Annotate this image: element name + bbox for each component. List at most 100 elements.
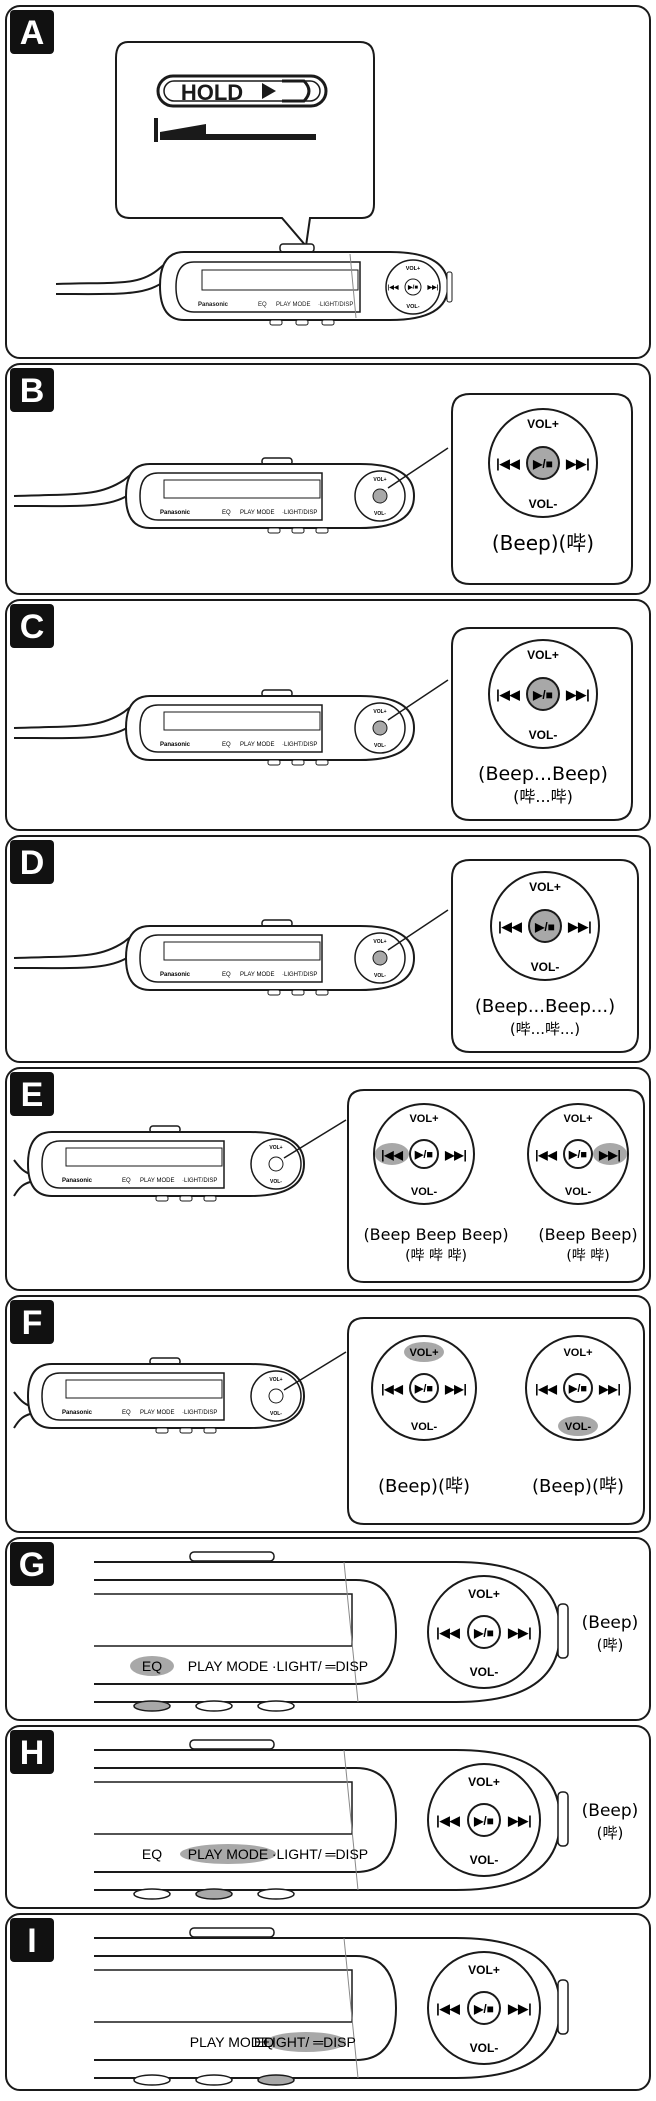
skip-forward-icon: ▶▶| <box>507 2001 532 2016</box>
skip-back-icon: |◀◀ <box>381 1382 404 1396</box>
play-stop-icon <box>526 677 560 711</box>
skip-back-icon: |◀◀ <box>535 1148 558 1162</box>
svg-text:Panasonic: Panasonic <box>160 742 191 748</box>
svg-text:VOL-: VOL- <box>470 1665 499 1679</box>
svg-text:VOL+: VOL+ <box>373 477 386 483</box>
svg-text:▶/■: ▶/■ <box>568 1383 587 1395</box>
svg-text:·LIGHT/DISP: ·LIGHT/DISP <box>282 742 317 748</box>
svg-text:VOL+: VOL+ <box>468 1775 500 1789</box>
skip-forward-icon: ▶▶| <box>567 919 592 934</box>
device-closeup: EQ PLAY MODE ·LIGHT/ ═DISP ▶/■ VOL+ VOL-… <box>94 1551 569 1712</box>
svg-text:▶/■: ▶/■ <box>414 1383 433 1395</box>
panel-badge <box>10 10 54 54</box>
svg-text:VOL+: VOL+ <box>563 1347 592 1359</box>
vol-up-label: VOL+ <box>527 417 559 431</box>
svg-text:EQ: EQ <box>222 972 231 978</box>
svg-text:VOL-: VOL- <box>411 1186 438 1198</box>
play-stop-icon <box>563 1373 593 1403</box>
svg-text:VOL-: VOL- <box>270 1179 282 1185</box>
beep-text: (Beep) <box>582 1801 639 1821</box>
panel-badge <box>10 604 54 648</box>
panel-frame <box>5 5 651 359</box>
svg-text:PLAY MODE: PLAY MODE <box>240 972 274 978</box>
svg-text:VOL+: VOL+ <box>409 1113 438 1125</box>
svg-text:VOL-: VOL- <box>374 511 386 517</box>
svg-text:Panasonic: Panasonic <box>160 510 191 516</box>
svg-text:▶▶|: ▶▶| <box>427 284 439 291</box>
device-closeup: EQ PLAY MODE ·LIGHT/ ═DISP ▶/■ VOL+ VOL-… <box>94 1739 569 1900</box>
vol-up-icon: VOL+ <box>409 1347 438 1359</box>
panel-badge <box>10 1918 54 1962</box>
svg-text:VOL+: VOL+ <box>468 1963 500 1977</box>
svg-text:·LIGHT/DISP: ·LIGHT/DISP <box>182 1410 217 1416</box>
skip-forward-icon: ▶▶| <box>507 1625 532 1640</box>
svg-text:▶/■: ▶/■ <box>473 1814 494 1828</box>
panel-frame <box>5 835 651 1063</box>
svg-text:▶/■: ▶/■ <box>473 2002 494 2016</box>
svg-text:EQ: EQ <box>222 510 231 516</box>
skip-back-icon: |◀◀ <box>436 1625 461 1640</box>
panel-d: D Panasonic EQ PLAY MODE ·LIGHT/DISP VOL… <box>5 835 651 1063</box>
device-a: Panasonic EQ PLAY MODE ·LIGHT/DISP VOL+ … <box>55 243 453 326</box>
svg-text:VOL-: VOL- <box>406 304 419 310</box>
play-mode-label: PLAY MODE <box>188 1846 268 1862</box>
panel-letter: G <box>19 1546 45 1584</box>
hold-callout <box>115 41 375 249</box>
panel-badge <box>10 368 54 412</box>
beep-text: (Beep...Beep...) <box>475 996 615 1017</box>
panel-letter: I <box>27 1922 36 1960</box>
svg-text:▶/■: ▶/■ <box>407 284 418 291</box>
svg-text:VOL-: VOL- <box>374 973 386 979</box>
svg-text:VOL+: VOL+ <box>269 1145 282 1151</box>
svg-text:▶/■: ▶/■ <box>473 1626 494 1640</box>
svg-text:·LIGHT/DISP: ·LIGHT/DISP <box>182 1178 217 1184</box>
panel-frame <box>5 1537 651 1721</box>
panel-badge <box>10 1072 54 1116</box>
svg-text:VOL+: VOL+ <box>373 939 386 945</box>
play-stop-icon <box>563 1139 593 1169</box>
svg-text:VOL-: VOL- <box>411 1421 438 1433</box>
beep-text: (Beep...Beep) <box>478 763 608 785</box>
play-mode-label: PLAY MODE <box>188 1658 268 1674</box>
svg-text:VOL-: VOL- <box>374 743 386 749</box>
svg-text:Panasonic: Panasonic <box>62 1410 93 1416</box>
svg-text:VOL-: VOL- <box>565 1186 592 1198</box>
svg-text:PLAY MODE: PLAY MODE <box>140 1178 174 1184</box>
panel-letter: H <box>20 1734 45 1772</box>
beep-text: (Beep)(哔) <box>532 1476 624 1497</box>
svg-text:VOL+: VOL+ <box>529 880 561 894</box>
beep-text: (Beep)(哔) <box>378 1476 470 1497</box>
svg-text:Panasonic: Panasonic <box>198 302 229 308</box>
panel-b: B Panasonic EQ PLAY MODE ·LIGHT/DISP VOL… <box>5 363 651 595</box>
beep-text: (Beep) <box>582 1613 639 1633</box>
panel-a: A HOLD Panasonic EQ PLAY MODE ·LIGHT/DIS… <box>5 5 651 359</box>
svg-text:PLAY MODE: PLAY MODE <box>240 742 274 748</box>
svg-text:VOL-: VOL- <box>470 2041 499 2055</box>
panel-letter: C <box>20 608 45 646</box>
svg-text:VOL+: VOL+ <box>373 709 386 715</box>
panel-frame <box>5 1295 651 1533</box>
skip-forward-icon: ▶▶| <box>565 456 590 471</box>
panel-badge <box>10 840 54 884</box>
eq-label: EQ <box>142 1846 162 1862</box>
control-ring-left: ▶/■ VOL+ VOL- |◀◀ ▶▶| <box>371 1335 477 1441</box>
vol-down-label: VOL- <box>529 497 558 511</box>
svg-text:EQ: EQ <box>258 302 267 308</box>
beep-text-cn: (哔 哔 哔) <box>405 1248 467 1264</box>
panel-f: F Panasonic EQ PLAY MODE ·LIGHT/DISP VOL… <box>5 1295 651 1533</box>
device-b: Panasonic EQ PLAY MODE ·LIGHT/DISP VOL+ … <box>13 457 416 534</box>
panel-c: C Panasonic EQ PLAY MODE ·LIGHT/DISP VOL… <box>5 599 651 831</box>
svg-text:VOL+: VOL+ <box>269 1377 282 1383</box>
svg-text:PLAY MODE: PLAY MODE <box>140 1410 174 1416</box>
play-stop-icon <box>467 1803 501 1837</box>
svg-text:VOL+: VOL+ <box>563 1113 592 1125</box>
panel-letter: F <box>22 1304 43 1342</box>
play-mode-label: PLAY MODE <box>190 2034 270 2050</box>
skip-back-icon: |◀◀ <box>381 1148 404 1162</box>
svg-text:Panasonic: Panasonic <box>160 972 191 978</box>
skip-back-icon: |◀◀ <box>496 456 521 471</box>
svg-text:VOL+: VOL+ <box>527 648 559 662</box>
control-ring: ▶/■ VOL+ VOL- |◀◀ ▶▶| <box>488 408 598 518</box>
control-ring-left: ▶/■ VOL+ VOL- |◀◀ ▶▶| <box>373 1103 475 1205</box>
